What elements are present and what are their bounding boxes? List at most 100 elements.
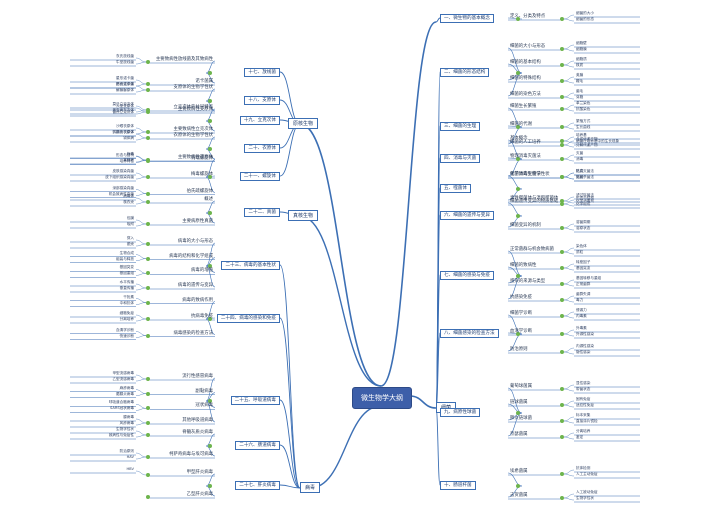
expand-dot-icon[interactable] bbox=[516, 274, 520, 278]
right-leaf-18[interactable]: 灭菌 bbox=[576, 151, 584, 155]
left-child-6-2[interactable]: 病毒的增殖 bbox=[191, 268, 213, 274]
expand-dot-icon[interactable] bbox=[146, 60, 150, 64]
expand-dot-icon[interactable] bbox=[146, 421, 150, 425]
right-leaf-3[interactable]: 细胞膜 bbox=[576, 47, 587, 51]
right-leaf-28[interactable]: 溶菌周期 bbox=[576, 220, 591, 224]
right-child-3-0[interactable]: 基本概念 bbox=[510, 136, 528, 141]
root-node[interactable]: 微生物学大纲 bbox=[352, 387, 412, 409]
right-section-3[interactable]: 四、消毒与灭菌 bbox=[440, 154, 481, 163]
right-leaf-34[interactable]: 基因转移与重组 bbox=[576, 276, 602, 280]
left-leaf-23[interactable]: 核衣壳 bbox=[123, 200, 134, 204]
right-leaf-17[interactable]: 细菌在培养基中的生长现象 bbox=[576, 139, 620, 143]
right-leaf-31[interactable]: 质粒 bbox=[576, 250, 584, 254]
right-child-0-0[interactable]: 定义、分类及特点 bbox=[510, 14, 546, 19]
right-leaf-51[interactable]: 鉴定 bbox=[576, 435, 584, 439]
left-child-3-1[interactable]: 主要致病性衣原体 bbox=[177, 155, 213, 160]
right-leaf-16[interactable]: 培养基 bbox=[576, 133, 587, 137]
left-leaf-29[interactable]: 组装与释放 bbox=[116, 256, 134, 261]
expand-dot-icon[interactable] bbox=[516, 187, 520, 191]
left-leaf-27[interactable]: 脱壳 bbox=[126, 242, 134, 246]
left-leaf-36[interactable]: 细胞免疫 bbox=[119, 311, 134, 315]
left-leaf-28[interactable]: 生物合成 bbox=[119, 250, 134, 255]
right-leaf-38[interactable]: 侵袭力 bbox=[576, 308, 587, 312]
right-child-5-0[interactable]: 细菌遗传变异的物质基础 bbox=[510, 199, 559, 204]
expand-dot-icon[interactable] bbox=[560, 79, 564, 83]
left-leaf-38[interactable]: 血清学诊断 bbox=[116, 327, 134, 332]
left-section-7[interactable]: 二十四、病毒的感染和免疫 bbox=[216, 314, 280, 323]
right-child-1-3[interactable]: 细菌的染色方法 bbox=[510, 92, 541, 97]
right-leaf-13[interactable]: 生长曲线 bbox=[576, 125, 591, 129]
left-section-6[interactable]: 二十三、病毒的基本性状 bbox=[221, 261, 280, 270]
left-leaf-19[interactable]: 皮下组织感染真菌 bbox=[105, 175, 134, 179]
expand-dot-icon[interactable] bbox=[208, 119, 212, 123]
left-leaf-11[interactable]: 肺炎衣原体 bbox=[116, 130, 134, 134]
right-leaf-20[interactable]: 防腐 bbox=[576, 169, 584, 173]
expand-dot-icon[interactable] bbox=[146, 108, 150, 112]
main-eukaryote[interactable]: 真核生物 bbox=[288, 210, 319, 221]
left-section-1[interactable]: 十八、支原体 bbox=[244, 96, 280, 105]
left-leaf-2[interactable]: 星形诺卡菌 bbox=[116, 76, 134, 80]
expand-dot-icon[interactable] bbox=[208, 175, 212, 179]
expand-dot-icon[interactable] bbox=[146, 222, 150, 226]
right-leaf-6[interactable]: 荚膜 bbox=[576, 73, 584, 77]
left-leaf-0[interactable]: 衣氏放线菌 bbox=[116, 54, 134, 58]
left-child-8-2[interactable]: 冠状病毒 bbox=[195, 403, 213, 409]
right-leaf-48[interactable]: 标本采集 bbox=[576, 413, 591, 417]
right-child-2-0[interactable]: 细菌生长繁殖 bbox=[510, 104, 537, 109]
expand-dot-icon[interactable] bbox=[208, 71, 212, 75]
expand-dot-icon[interactable] bbox=[146, 242, 150, 246]
expand-dot-icon[interactable] bbox=[560, 266, 564, 270]
right-child-2-2[interactable]: 细菌的人工培养 bbox=[510, 140, 541, 145]
right-child-5-1[interactable]: 细菌变异的机制 bbox=[510, 223, 541, 228]
left-child-8-0[interactable]: 流行性感冒病毒 bbox=[182, 374, 213, 379]
expand-dot-icon[interactable] bbox=[146, 200, 150, 204]
main-prokaryote[interactable]: 原核生物 bbox=[288, 118, 319, 129]
right-leaf-9[interactable]: 芽胞 bbox=[576, 95, 584, 99]
right-leaf-2[interactable]: 细胞壁 bbox=[576, 41, 587, 45]
right-leaf-46[interactable]: 固有免疫 bbox=[576, 397, 591, 401]
left-child-4-1[interactable]: 梅毒螺旋体 bbox=[191, 172, 213, 177]
right-leaf-23[interactable]: 辐射杀菌法 bbox=[576, 175, 594, 179]
right-leaf-25[interactable]: 化学消毒剂 bbox=[576, 199, 594, 203]
expand-dot-icon[interactable] bbox=[146, 406, 150, 411]
left-section-9[interactable]: 二十六、肠道病毒 bbox=[235, 441, 280, 450]
left-leaf-52[interactable]: HBV bbox=[126, 467, 134, 471]
right-leaf-36[interactable]: 菌群失调 bbox=[576, 292, 591, 296]
expand-dot-icon[interactable] bbox=[146, 82, 150, 86]
expand-dot-icon[interactable] bbox=[146, 433, 150, 437]
right-child-8-3[interactable]: 奈瑟菌属 bbox=[510, 432, 528, 437]
expand-dot-icon[interactable] bbox=[208, 484, 212, 488]
left-leaf-32[interactable]: 水平传播 bbox=[119, 280, 134, 284]
right-leaf-49[interactable]: 直接涂片镜检 bbox=[576, 419, 598, 423]
expand-dot-icon[interactable] bbox=[146, 271, 150, 276]
left-section-3[interactable]: 二十、衣原体 bbox=[244, 144, 280, 153]
expand-dot-icon[interactable] bbox=[146, 377, 150, 381]
expand-dot-icon[interactable] bbox=[560, 202, 564, 206]
right-leaf-35[interactable]: 正常菌群 bbox=[576, 282, 591, 286]
expand-dot-icon[interactable] bbox=[560, 387, 564, 391]
left-leaf-51[interactable]: HAV bbox=[126, 455, 134, 459]
left-section-2[interactable]: 十九、立克次体 bbox=[239, 116, 280, 125]
right-leaf-32[interactable]: 转座因子 bbox=[576, 260, 591, 264]
right-leaf-24[interactable]: 滤过除菌法 bbox=[576, 193, 594, 197]
left-leaf-22[interactable]: 病毒体 bbox=[123, 194, 134, 198]
left-child-6-1[interactable]: 病毒的结构和化学组成 bbox=[169, 253, 213, 259]
right-leaf-50[interactable]: 分离培养 bbox=[576, 429, 591, 433]
left-leaf-16[interactable]: 形态与结构 bbox=[116, 152, 134, 157]
right-section-6[interactable]: 七、细菌的感染与免疫 bbox=[440, 271, 494, 280]
left-leaf-3[interactable]: 巴西诺卡菌 bbox=[116, 82, 134, 86]
expand-dot-icon[interactable] bbox=[560, 125, 564, 129]
right-leaf-44[interactable]: 显性感染 bbox=[576, 381, 591, 385]
expand-dot-icon[interactable] bbox=[516, 411, 520, 415]
left-leaf-43[interactable]: 腮腺炎病毒 bbox=[116, 391, 134, 396]
left-leaf-4[interactable]: 肺炎支原体 bbox=[116, 82, 134, 86]
left-leaf-8[interactable]: 莫氏立克次体 bbox=[112, 102, 134, 106]
right-child-1-2[interactable]: 细菌的特殊结构 bbox=[510, 76, 541, 81]
right-leaf-4[interactable]: 细胞质 bbox=[576, 57, 587, 61]
right-child-8-0[interactable]: 葡萄球菌属 bbox=[510, 384, 532, 389]
right-child-8-1[interactable]: 链球菌属 bbox=[510, 400, 528, 405]
right-child-1-0[interactable]: 细菌的大小与形态 bbox=[510, 44, 546, 49]
expand-dot-icon[interactable] bbox=[560, 157, 564, 161]
right-child-7-0[interactable]: 细菌学诊断 bbox=[510, 311, 532, 316]
left-child-7-0[interactable]: 病毒的致病作用 bbox=[182, 297, 213, 303]
